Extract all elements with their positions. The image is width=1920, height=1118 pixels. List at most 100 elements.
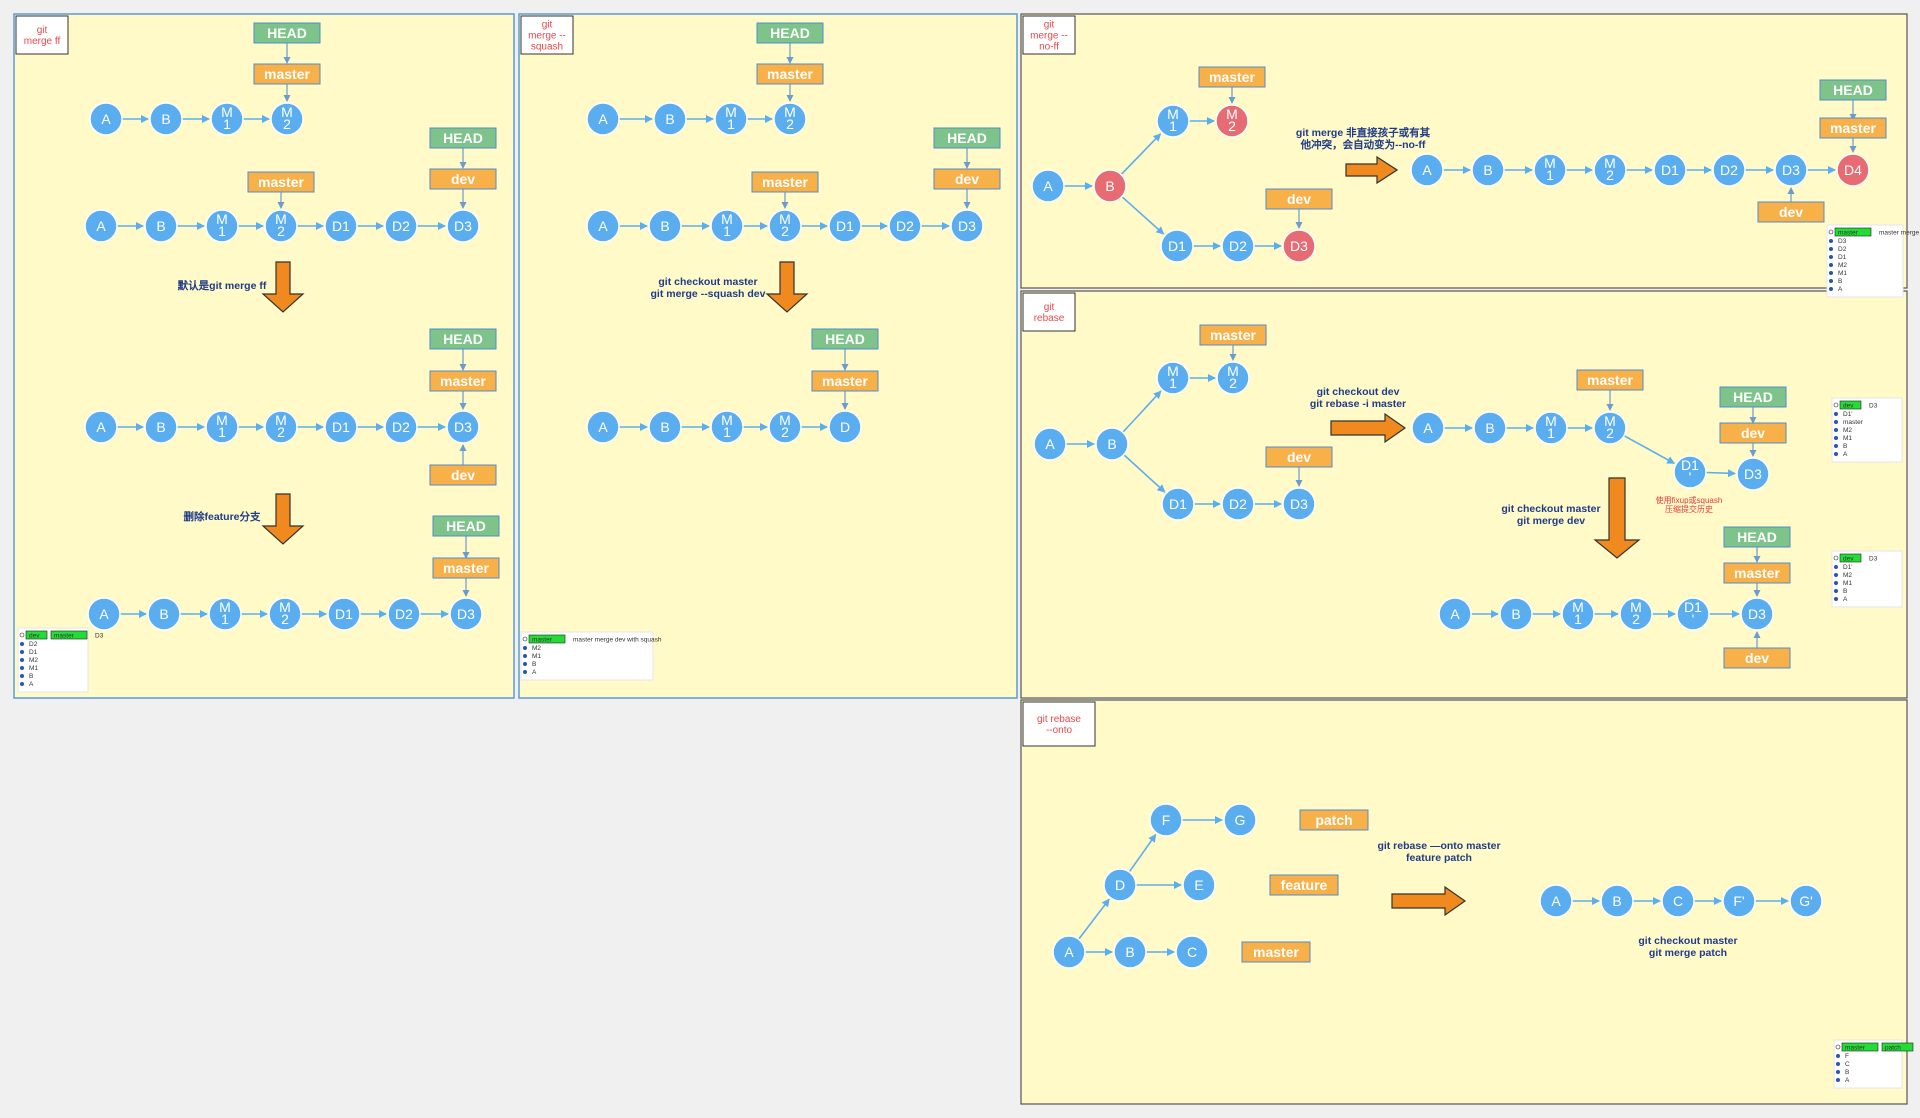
commit-circle [270,102,304,136]
commit-label: D1 [836,218,854,234]
commit-label: G [1235,812,1246,828]
log-commit-dot [1829,279,1833,283]
commit-label: D1' [1684,599,1702,627]
commit-circle [1539,884,1573,918]
commit-circle [828,410,862,444]
ref-tag-box [1719,422,1787,444]
ref-tag-box [1198,66,1266,88]
panel-title-box [1022,292,1076,332]
ref-tag-label: master [1830,120,1876,136]
commit-circle [1410,153,1444,187]
commit-node-a: A [586,102,620,136]
panel-merge-ff [13,13,515,699]
ref-tag-label: master [258,174,304,190]
commit-edge [1705,469,1737,478]
commit-circle [205,410,239,444]
commit-circle [1052,935,1086,969]
log-branch-chip [1834,227,1872,237]
commit-circle [1223,803,1257,837]
log-commit-entry: D1 [1838,254,1847,261]
branch-label-master: master [1819,117,1887,139]
commit-circle [1561,597,1595,631]
commit-label: A [1450,606,1460,622]
log-branch-chip [1841,1042,1879,1052]
log-tip-message: master merge dev [1879,230,1920,237]
commit-circle [268,597,302,631]
commit-node-d: D [1103,868,1137,902]
branch-label-dev: dev [1265,188,1333,210]
branch-label-patch: patch [1299,809,1369,831]
commit-node-d2: D2 [384,209,418,243]
log-commit-entry: M1 [1843,435,1852,442]
commit-circle [324,410,358,444]
commit-circle [147,597,181,631]
commit-label: B [156,419,165,435]
commit-label: B [1107,436,1116,452]
commit-circle [1149,803,1183,837]
head-pointer: HEAD [253,22,321,44]
ref-tag-label: feature [1281,877,1328,893]
log-tip-message: D3 [95,633,104,640]
commit-label: A [1551,893,1561,909]
log-commit-dot [20,682,24,686]
commit-circle [1161,487,1195,521]
log-tip-message: master merge dev with squash [573,637,662,644]
commit-node-g: G [1223,803,1257,837]
commit-circle [1411,411,1445,445]
ref-tag-label: master [443,560,489,576]
commit-label: B [156,218,165,234]
log-head-dot [1833,555,1839,561]
branch-label-master: master [811,370,879,392]
commit-circle [888,209,922,243]
commit-edge [1128,833,1157,873]
commit-circle [1215,104,1249,138]
commit-node-a: A [1033,427,1067,461]
commit-circle [1160,229,1194,263]
panel-rebase [1020,290,1908,699]
log-commit-entry: B [1843,588,1847,595]
commit-label: G' [1799,893,1813,909]
commit-label: C [1187,944,1197,960]
ref-tag-box [429,464,497,486]
commit-node-d2: D2 [1221,487,1255,521]
commit-circle [1221,487,1255,521]
commit-node-a: A [586,209,620,243]
log-commit-entry: M2 [532,645,541,652]
head-pointer: HEAD [429,127,497,149]
commit-edge [1120,133,1162,176]
commit-label: D4 [1844,162,1862,178]
commit-node-d4: D4 [1836,153,1870,187]
commit-circle [1175,935,1209,969]
ref-tag-label: HEAD [1737,529,1777,545]
log-head-dot [19,632,25,638]
panel-title-box [15,15,69,55]
commit-node-d3: D3 [1740,597,1774,631]
log-branch-chip [1839,400,1862,410]
ref-tag-box [1299,809,1369,831]
commit-label: A [1043,178,1053,194]
log-commit-dot [1829,263,1833,267]
commit-node-b: B [1473,411,1507,445]
commit-label: D3 [1782,162,1800,178]
commit-node-c: C [1175,935,1209,969]
commit-label: D3 [1290,496,1308,512]
commit-node-d3: D3 [446,410,480,444]
commit-node-e: E [1182,868,1216,902]
log-commit-entry: M1 [1838,270,1847,277]
commit-label: D1' [1681,457,1699,485]
